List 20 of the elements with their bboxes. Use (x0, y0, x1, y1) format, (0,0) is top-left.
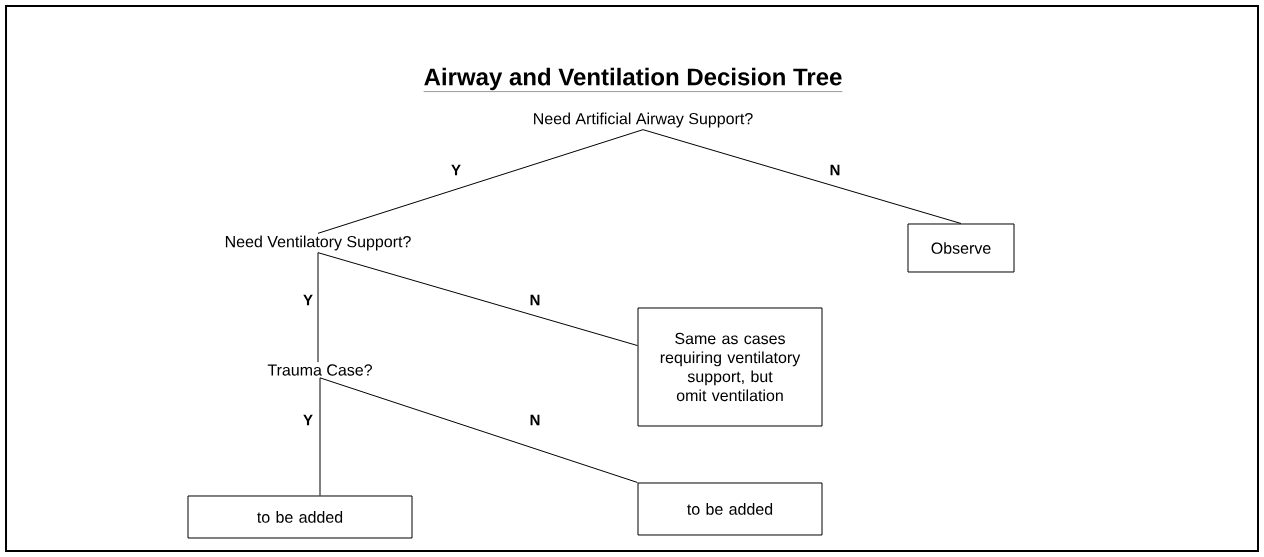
edge-label: Y (303, 294, 313, 306)
outcome-box: to be added (187, 495, 413, 539)
question-text: Need Artificial Airway Support? (534, 112, 753, 128)
outcome-box: to be added (637, 482, 823, 536)
connector-line (317, 252, 319, 363)
connector-line (317, 129, 644, 234)
outcome-box: Same as cases requiring ventilatory support, but omit ventilation (637, 307, 823, 427)
connector-line (317, 252, 638, 347)
connector-line (642, 129, 962, 224)
edge-label: N (530, 294, 540, 306)
edge-label: N (830, 164, 840, 176)
edge-label: N (530, 414, 540, 426)
connector-line (319, 377, 638, 483)
edge-label: Y (303, 414, 313, 426)
edge-label: Y (451, 164, 461, 176)
question-text: Need Ventilatory Support? (225, 235, 411, 251)
outcome-box: Observe (907, 223, 1015, 273)
question-text: Trauma Case? (267, 364, 372, 376)
title: Airway and Ventilation Decision Tree (423, 67, 843, 92)
connector-line (319, 377, 321, 496)
